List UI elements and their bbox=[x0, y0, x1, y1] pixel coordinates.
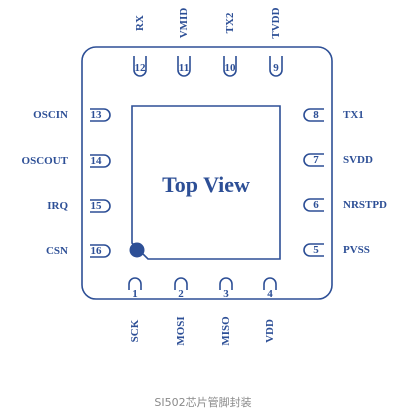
pin-num-9: 9 bbox=[273, 62, 279, 74]
pad-14 bbox=[90, 154, 111, 168]
die-pad bbox=[131, 105, 281, 260]
pin-label-csn: CSN bbox=[45, 245, 68, 257]
pin-num-2: 2 bbox=[178, 288, 184, 300]
pin-label-mosi: MOSI bbox=[175, 316, 187, 346]
pin-num-1: 1 bbox=[132, 288, 138, 300]
package-outline bbox=[81, 46, 333, 300]
pad-5 bbox=[303, 243, 324, 257]
pin-num-16: 16 bbox=[90, 245, 102, 257]
pin-label-rx: RX bbox=[134, 15, 146, 31]
pin-num-11: 11 bbox=[178, 62, 190, 74]
pin-num-7: 7 bbox=[313, 154, 319, 166]
pin-label-pvss: PVSS bbox=[343, 244, 370, 256]
pin-label-svdd: SVDD bbox=[343, 154, 373, 166]
pad-8 bbox=[303, 108, 324, 122]
pin-num-4: 4 bbox=[267, 288, 273, 300]
pin-label-oscout: OSCOUT bbox=[21, 155, 68, 167]
pad-7 bbox=[303, 153, 324, 167]
pad-6 bbox=[303, 198, 324, 212]
pad-12 bbox=[133, 56, 147, 77]
pin-label-tx1: TX1 bbox=[343, 109, 364, 121]
pad-9 bbox=[269, 56, 283, 77]
pad-1 bbox=[128, 277, 142, 290]
pin-label-tvdd: TVDD bbox=[270, 7, 282, 39]
pin-label-vmid: VMID bbox=[178, 7, 190, 39]
pad-2 bbox=[174, 277, 188, 290]
pin-num-6: 6 bbox=[313, 199, 319, 211]
pin-label-vdd: VDD bbox=[264, 319, 276, 343]
pad-15 bbox=[90, 199, 111, 213]
pin-label-sck: SCK bbox=[129, 319, 141, 343]
pad-11 bbox=[177, 56, 191, 77]
pad-10 bbox=[223, 56, 237, 77]
figure-caption: SI502芯片管脚封装 bbox=[154, 396, 252, 409]
pin-num-5: 5 bbox=[313, 244, 319, 256]
pin-num-13: 13 bbox=[90, 109, 102, 121]
pin-num-12: 12 bbox=[134, 62, 146, 74]
pad-16 bbox=[90, 244, 111, 258]
top-view-title: Top View bbox=[162, 172, 250, 197]
pin-label-miso: MISO bbox=[220, 316, 232, 346]
pin-num-8: 8 bbox=[313, 109, 319, 121]
pad-13 bbox=[90, 108, 111, 122]
pin-num-3: 3 bbox=[223, 288, 229, 300]
pin-label-nrstpd: NRSTPD bbox=[343, 199, 388, 211]
pin-label-oscin: OSCIN bbox=[33, 109, 68, 121]
pin-label-tx2: TX2 bbox=[224, 12, 236, 34]
pad-4 bbox=[263, 277, 277, 290]
pin1-indicator-dot bbox=[129, 242, 145, 258]
pin-num-14: 14 bbox=[90, 155, 102, 167]
pad-3 bbox=[219, 277, 233, 290]
pin-num-10: 10 bbox=[224, 62, 236, 74]
pin-num-15: 15 bbox=[90, 200, 102, 212]
pin-label-irq: IRQ bbox=[47, 200, 68, 212]
